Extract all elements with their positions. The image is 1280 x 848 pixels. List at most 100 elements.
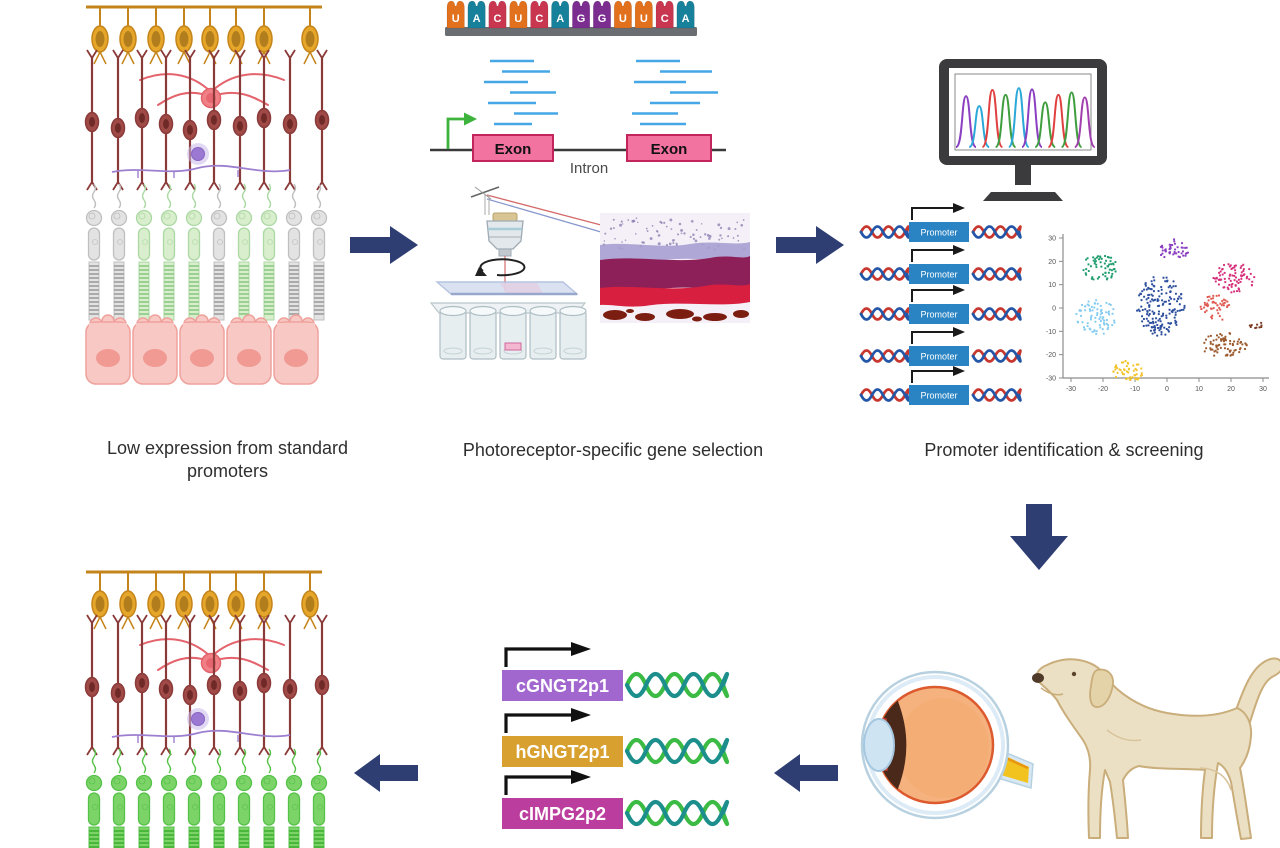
nucleotide-tile: C (488, 0, 507, 29)
promoter-label: Promoter (920, 352, 957, 362)
nucleotide-tile: U (634, 0, 653, 29)
tss-arrowhead (464, 112, 477, 126)
promoter-candidate-row: Promoter (859, 366, 1022, 405)
flow-arrow-right-1 (350, 226, 418, 264)
chromatogram-peak (1021, 88, 1043, 148)
ganglion-cell (91, 572, 109, 630)
dog-mouth-line (1040, 687, 1064, 696)
construct-label: hGNGT2p1 (515, 742, 609, 762)
nucleotide-letter: C (535, 13, 543, 25)
ganglion-cell (301, 572, 319, 630)
captured-sample (504, 342, 522, 351)
tss-arrow-icon (911, 331, 953, 344)
caption-promoter-screening: Promoter identification & screening (924, 440, 1204, 460)
bipolar-cell (256, 614, 272, 756)
mirror-icon (470, 186, 500, 200)
rpe-cell (132, 314, 178, 385)
laser-beam-red (486, 194, 602, 226)
bipolar-cell (134, 49, 150, 191)
tsne-cluster-teal (1082, 255, 1117, 281)
nucleotide-letter: U (452, 13, 460, 25)
promoter-candidate-row: Promoter (859, 285, 1022, 324)
nucleotide-tile: C (530, 0, 549, 29)
rpe-cell (226, 314, 272, 385)
promoter-candidate-row: Promoter (859, 245, 1022, 284)
promoter-box (909, 304, 969, 324)
ganglion-cell (255, 7, 273, 65)
histology-band-crimson (600, 284, 750, 307)
tsne-x-tick-label: 10 (1195, 386, 1203, 393)
nucleotide-tile: U (446, 0, 465, 29)
nucleotide-tile: A (551, 0, 570, 29)
tsne-cluster-salmon (1199, 294, 1230, 321)
tsne-cluster-maroon (1248, 321, 1263, 330)
photoreceptor-cell (260, 748, 278, 848)
nucleotide-letter: G (577, 13, 586, 25)
collection-wells (429, 302, 587, 360)
bipolar-cell (232, 614, 248, 756)
glass-slide (435, 281, 579, 296)
tsne-x-tick-label: -10 (1130, 386, 1140, 393)
dog-eye (1071, 671, 1077, 677)
promoter-label: Promoter (920, 270, 957, 280)
nucleotide-tile: U (509, 0, 528, 29)
construct-box (502, 670, 623, 701)
photoreceptor-cell (135, 183, 153, 321)
sanger-chromatogram (955, 87, 1096, 148)
left-arrow-icon (774, 754, 838, 792)
bipolar-cell (206, 614, 222, 756)
construct-label: cIMPG2p2 (519, 804, 606, 824)
tss-arrow-icon (911, 207, 953, 220)
rotation-arrow-icon (475, 258, 526, 277)
construct-box (502, 798, 623, 829)
tss-arrow-icon (911, 249, 953, 262)
exon-label-1: Exon (495, 141, 532, 158)
chromatogram-peak (955, 95, 977, 148)
tsne-y-tick-label: -30 (1046, 376, 1056, 383)
histology-image (600, 213, 750, 323)
tsne-cluster-navy (1136, 276, 1186, 337)
ganglion-cell (91, 7, 109, 65)
photoreceptor-cell (160, 748, 178, 848)
photoreceptor-cell (110, 748, 128, 848)
bipolar-cell (282, 614, 298, 756)
bipolar-cell (206, 49, 222, 191)
construct-row-cIMPG2p2: cIMPG2p2 (502, 770, 730, 829)
photoreceptor-cell (185, 748, 203, 848)
promoter-box (909, 346, 969, 366)
bipolar-cell (158, 49, 174, 191)
nucleotide-tile: G (572, 0, 591, 29)
construct-label: cGNGT2p1 (516, 676, 609, 696)
tsne-x-tick-label: -30 (1066, 386, 1076, 393)
monitor-base (983, 192, 1063, 201)
photoreceptor-cell (110, 183, 128, 321)
lens (863, 718, 895, 772)
left-arrow-icon (354, 754, 418, 792)
ganglion-cell (255, 572, 273, 630)
chromatogram-peak (981, 88, 1004, 148)
photoreceptor-cell (185, 183, 203, 321)
ganglion-cell (119, 7, 137, 65)
tsne-y-tick-label: -10 (1046, 329, 1056, 336)
nucleotide-tile: A (467, 0, 486, 29)
tsne-cluster-lightblue (1075, 299, 1116, 335)
chromatogram-peak (994, 93, 1017, 148)
nucleotide-letter: U (640, 13, 648, 25)
amacrine-cell (111, 143, 291, 178)
chromatogram-peak (1060, 91, 1083, 148)
bipolar-cell (84, 49, 100, 191)
dog-body (1035, 658, 1253, 840)
retina-low-expression-illustration (84, 5, 330, 385)
nucleotide-tile: C (655, 0, 674, 29)
chromatogram-peak (968, 105, 991, 148)
bipolar-cell (158, 614, 174, 756)
tss-arrow-icon (504, 713, 571, 733)
bipolar-cell (134, 614, 150, 756)
tsne-x-tick-label: 20 (1227, 386, 1235, 393)
photoreceptor-cell (310, 748, 328, 848)
ganglion-cell (147, 572, 165, 630)
bipolar-cell (110, 49, 126, 191)
nucleotide-letter: C (494, 13, 502, 25)
